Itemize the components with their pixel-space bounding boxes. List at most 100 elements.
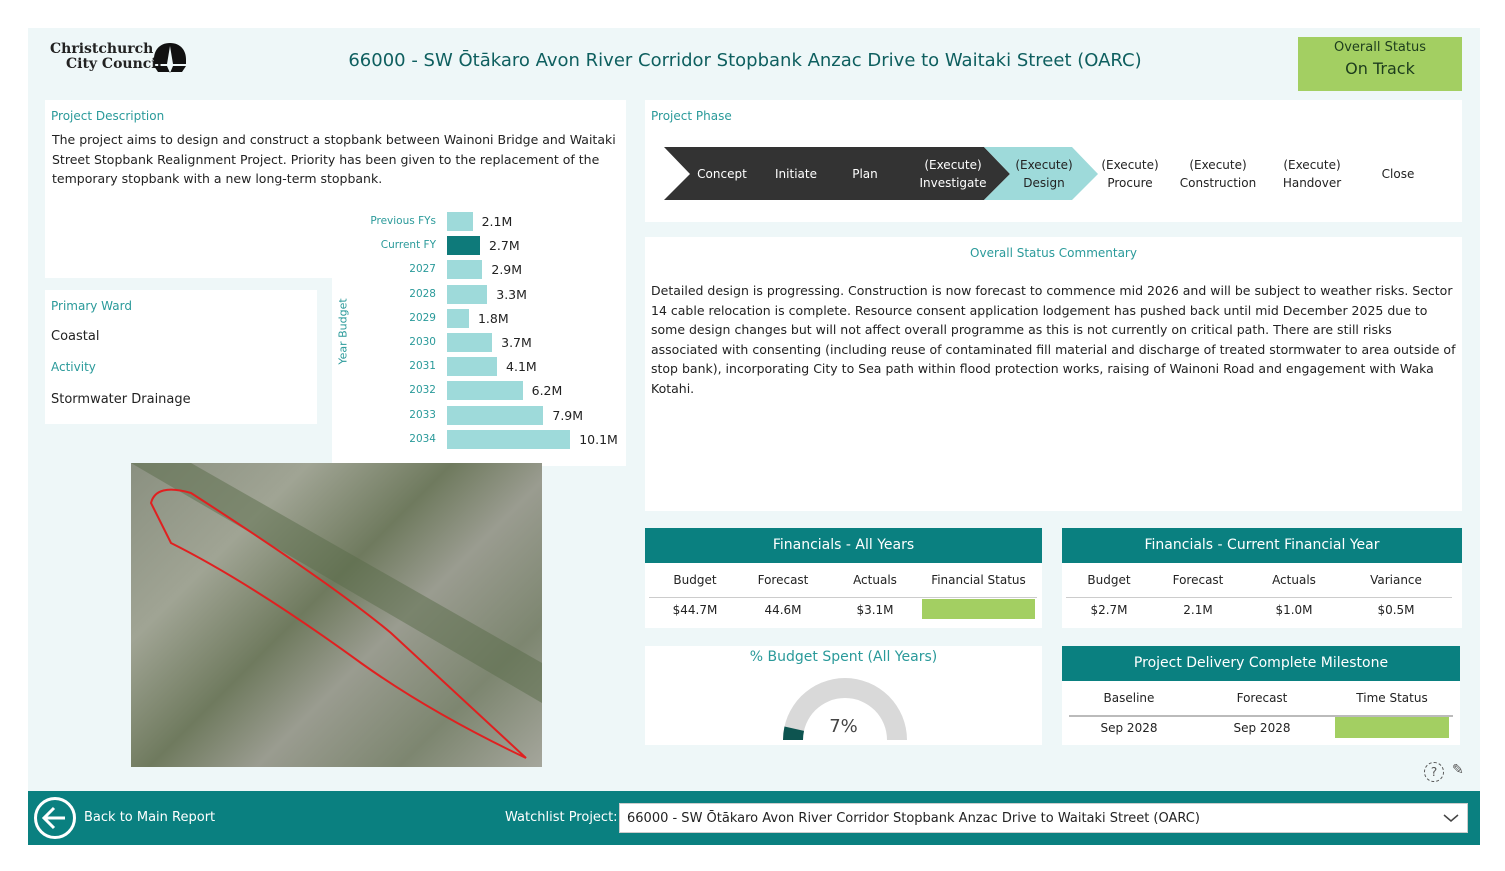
forecast-value: 2.1M xyxy=(1183,603,1213,617)
divider xyxy=(1069,715,1453,717)
gauge-title: % Budget Spent (All Years) xyxy=(749,649,938,665)
financials-all-title: Financials - All Years xyxy=(645,528,1042,563)
header-actuals: Actuals xyxy=(1272,573,1316,587)
gauge xyxy=(783,678,907,740)
cathedral-icon xyxy=(154,43,186,73)
bar-row: 2033 7.9M xyxy=(332,405,626,425)
help-icon[interactable]: ? xyxy=(1424,762,1444,782)
phase-step: Initiate xyxy=(758,147,834,200)
ward-card: Primary Ward Coastal Activity Stormwater… xyxy=(45,290,317,424)
chevron-down-icon xyxy=(1443,814,1459,822)
back-to-main-report-link[interactable]: Back to Main Report xyxy=(84,810,216,825)
phase-chevrons xyxy=(664,147,1098,200)
bar-category-label: 2032 xyxy=(409,384,436,397)
gauge-track xyxy=(783,678,907,740)
bar[interactable] xyxy=(447,357,498,377)
bar-value-label: 2.9M xyxy=(491,262,523,278)
bar-row: 2030 3.7M xyxy=(332,332,626,352)
bar-value-label: 7.9M xyxy=(552,407,584,423)
gauge-value: 7% xyxy=(829,716,858,737)
bar-value-label: 10.1M xyxy=(579,431,618,447)
bar-category-label: 2027 xyxy=(409,263,436,276)
actuals-value: $1.0M xyxy=(1275,603,1313,617)
bar[interactable] xyxy=(447,212,473,231)
variance-value: $0.5M xyxy=(1377,603,1415,617)
watchlist-selected-value: 66000 - SW Ōtākaro Avon River Corridor S… xyxy=(627,811,1200,826)
commentary-label: Overall Status Commentary xyxy=(970,246,1137,260)
description-text: The project aims to design and construct… xyxy=(52,132,616,186)
phase-step: (Execute)Handover xyxy=(1272,147,1352,200)
watchlist-dropdown[interactable]: 66000 - SW Ōtākaro Avon River Corridor S… xyxy=(619,803,1468,833)
completed-phases-arrow xyxy=(664,147,1010,200)
commentary-card: Overall Status Commentary Detailed desig… xyxy=(645,237,1462,511)
overall-status-badge: Overall Status On Track xyxy=(1298,37,1462,91)
phase-line1: (Execute) xyxy=(1189,157,1247,172)
pin-icon[interactable]: ✎ xyxy=(1452,762,1464,778)
activity-value: Stormwater Drainage xyxy=(51,392,191,407)
phase-step: Close xyxy=(1360,147,1436,200)
project-map xyxy=(131,463,542,767)
phase-step: (Execute)Investigate xyxy=(902,147,1004,200)
bar[interactable] xyxy=(447,284,488,304)
bar-category-label: 2031 xyxy=(409,360,436,373)
bar-category-label: 2030 xyxy=(409,336,436,348)
phase-line1: Plan xyxy=(852,166,878,181)
phase-label: Project Phase xyxy=(651,109,732,123)
activity-label: Activity xyxy=(51,360,96,374)
phase-step: (Execute) Design xyxy=(996,147,1092,200)
header-forecast: Forecast xyxy=(1172,573,1224,587)
bar[interactable] xyxy=(447,405,544,425)
phase-line1: Concept xyxy=(697,166,747,181)
phase-line1: (Execute) xyxy=(1015,157,1073,172)
divider xyxy=(1066,597,1452,598)
bar-category-label: 2029 xyxy=(409,311,436,324)
phase-step: Plan xyxy=(833,147,897,200)
divider xyxy=(649,597,1037,598)
actuals-value: $3.1M xyxy=(856,603,894,617)
bar-row: 2028 3.3M xyxy=(332,284,626,304)
header-time-status: Time Status xyxy=(1356,691,1428,705)
map-overlay xyxy=(131,463,542,759)
back-arrow-icon[interactable] xyxy=(34,797,76,839)
phase-line1: (Execute) xyxy=(1101,157,1159,172)
bar-value-label: 2.7M xyxy=(488,238,520,254)
milestone-card: Project Delivery Complete Milestone Base… xyxy=(1062,646,1460,745)
milestone-title: Project Delivery Complete Milestone xyxy=(1062,646,1460,681)
forecast-value: 44.6M xyxy=(764,603,802,617)
phase-step: Concept xyxy=(686,147,758,200)
bar[interactable] xyxy=(447,260,483,280)
bar-category-label: Current FY xyxy=(380,239,436,252)
financials-current-title: Financials - Current Financial Year xyxy=(1062,528,1462,563)
bar-row: 2029 1.8M xyxy=(332,308,626,328)
time-status-indicator xyxy=(1335,717,1449,738)
bar-category-label: Previous FYs xyxy=(370,215,436,227)
phase-step: (Execute) Procure xyxy=(1088,147,1172,200)
phase-line2: Design xyxy=(1023,175,1065,190)
bar-category-label: 2033 xyxy=(409,408,436,421)
bar[interactable] xyxy=(447,308,469,328)
phase-line2: Construction xyxy=(1179,175,1257,190)
ward-value: Coastal xyxy=(51,329,100,344)
header-budget: Budget xyxy=(673,573,717,587)
financial-status-indicator xyxy=(922,599,1035,619)
bar-row: Previous FYs 2.1M xyxy=(332,211,626,231)
bar[interactable] xyxy=(447,236,480,256)
bar-category-label: 2028 xyxy=(409,287,436,300)
bar-row: 2031 4.1M xyxy=(332,356,626,377)
budget-value: $44.7M xyxy=(672,603,718,617)
overall-status-label: Overall Status xyxy=(1333,40,1426,55)
bar-value-label: 3.7M xyxy=(501,335,532,350)
budget-spent-gauge-card: % Budget Spent (All Years) 7% xyxy=(645,646,1042,745)
overall-status-value: On Track xyxy=(1345,59,1415,78)
phase-line1: Close xyxy=(1381,166,1415,181)
bar-value-label: 6.2M xyxy=(531,383,563,399)
bar[interactable] xyxy=(447,381,523,401)
bar[interactable] xyxy=(447,333,493,352)
baseline-value: Sep 2028 xyxy=(1100,721,1158,735)
phase-line2: Procure xyxy=(1107,175,1153,190)
phase-line2: Handover xyxy=(1282,175,1342,190)
header-actuals: Actuals xyxy=(853,573,897,587)
bar[interactable] xyxy=(447,429,571,449)
bar-row: 2027 2.9M xyxy=(332,259,626,280)
